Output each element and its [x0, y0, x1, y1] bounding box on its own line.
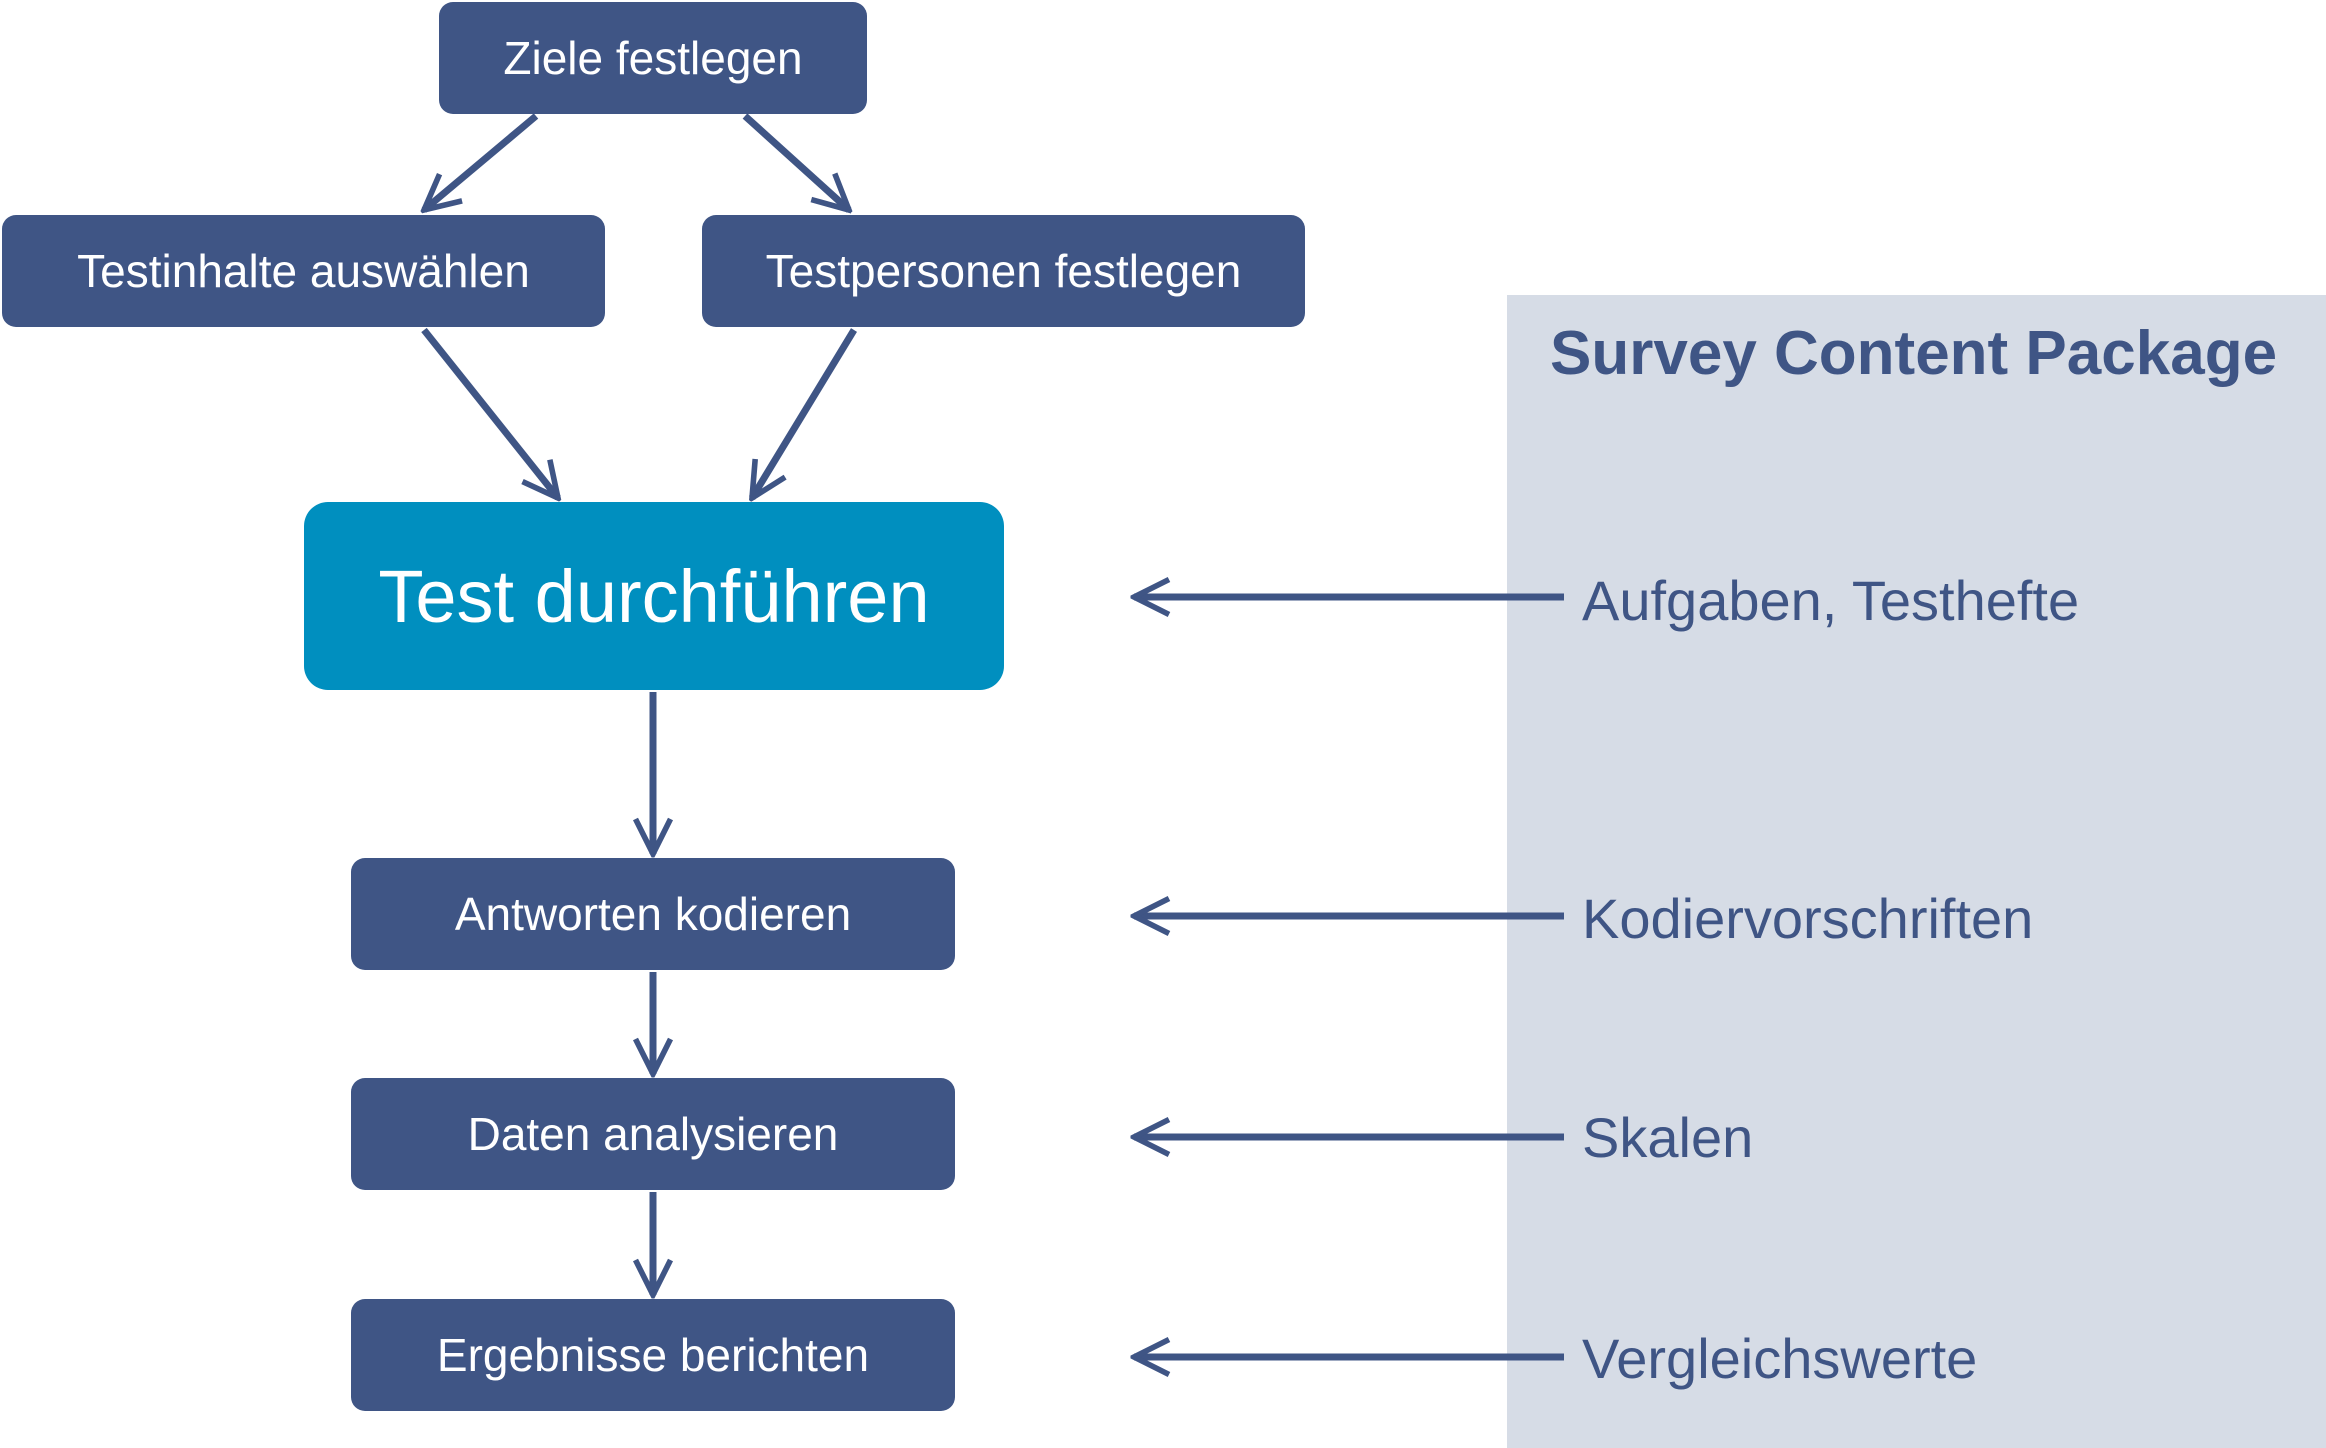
resource-coding-rules: Kodiervorschriften [1582, 887, 2034, 950]
resource-tasks: Aufgaben, Testhefte [1582, 569, 2080, 632]
survey-content-package-panel [1507, 295, 2326, 1448]
panel-title: Survey Content Package [1550, 319, 2278, 388]
step-report-results: Ergebnisse berichten [351, 1299, 955, 1411]
step-define-persons: Testpersonen festlegen [702, 215, 1305, 327]
step-code-answers: Antworten kodieren [351, 858, 955, 970]
step-select-content: Testinhalte auswählen [2, 215, 605, 327]
arrow-content-to-conduct [421, 327, 558, 498]
arrow-goals-to-content [424, 113, 539, 210]
step-analyze-data: Daten analysieren [351, 1078, 955, 1190]
resource-scales: Skalen [1582, 1106, 1754, 1169]
resource-benchmarks: Vergleichswerte [1582, 1327, 1978, 1390]
arrow-goals-to-persons [742, 113, 849, 210]
step-goals: Ziele festlegen [439, 2, 867, 114]
arrow-persons-to-conduct [752, 328, 857, 498]
step-conduct-test: Test durchführen [304, 502, 1004, 690]
